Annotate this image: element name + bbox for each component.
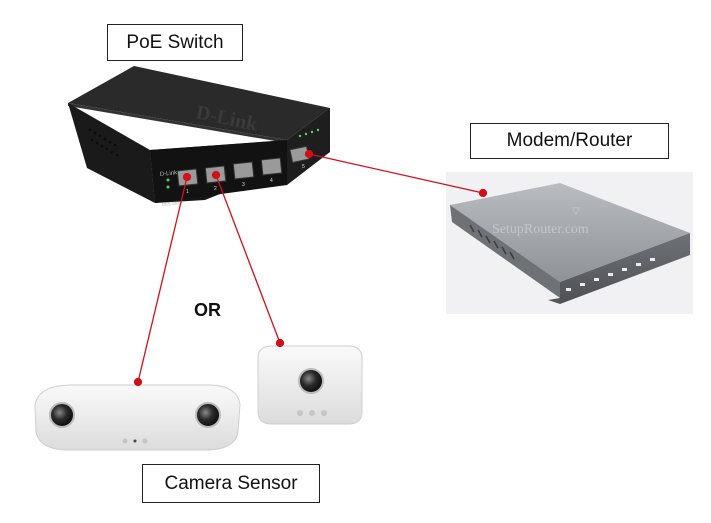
camera-sensor-single: [257, 345, 363, 425]
port-number: 2: [214, 186, 217, 192]
poe-switch-label: PoE Switch: [107, 24, 243, 61]
connection-endpoint: [211, 170, 221, 180]
connection-endpoint: [478, 188, 488, 198]
modem-router-label: Modem/Router: [470, 123, 669, 159]
connections: [133, 149, 488, 387]
camera-sensor-stereo: [34, 384, 241, 451]
switch-front-brand: D-Link: [160, 170, 179, 178]
stereo-camera-right-lens: [195, 402, 221, 428]
port-number: 5: [302, 164, 305, 170]
camera-sensor-label: Camera Sensor: [142, 464, 320, 503]
modem-router-device: ▽: [446, 172, 693, 314]
or-label: OR: [194, 300, 221, 320]
switch-leds: [166, 128, 320, 189]
connection-switch-to-single-camera: [215, 174, 281, 344]
connection-switch-to-router: [308, 153, 484, 194]
connection-endpoint: [182, 172, 192, 182]
port-number: 1: [186, 189, 189, 195]
connection-endpoint: [304, 149, 314, 159]
port-number: 4: [270, 178, 273, 184]
connection-switch-to-stereo-camera: [137, 176, 188, 383]
router-watermark: SetupRouter.com: [492, 222, 589, 237]
single-camera-lens: [298, 368, 324, 394]
switch-port-3[interactable]: [232, 161, 255, 180]
switch-port-numbers: 1 2 3 4 5: [186, 164, 305, 195]
switch-model-label: DGS-1005P: [162, 200, 184, 207]
connection-endpoint: [133, 377, 143, 387]
switch-port-4[interactable]: [260, 157, 283, 176]
port-number: 3: [242, 182, 245, 188]
poe-switch-device: [68, 66, 330, 203]
stereo-camera-left-lens: [49, 402, 75, 428]
svg-text:▽: ▽: [572, 206, 580, 217]
connection-endpoint: [275, 338, 285, 348]
